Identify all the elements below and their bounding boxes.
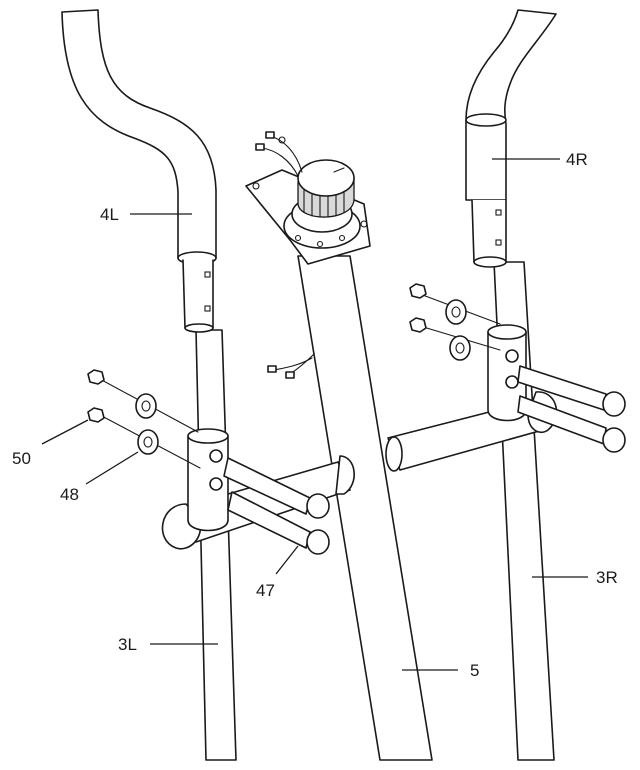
right-hardware [409,283,626,453]
left-hardware [87,369,330,555]
label-3L: 3L [118,635,137,654]
right-pivot-crossbar [385,324,558,472]
sensor-wire [267,353,315,379]
left-washer-upper [135,393,157,419]
left-washer-lower [137,429,159,455]
part-4R-handlebar [465,9,557,268]
label-3R: 3R [596,568,618,587]
label-47: 47 [256,581,275,600]
label-50: 50 [12,449,31,468]
label-4R: 4R [566,150,588,169]
tension-knob [297,159,355,218]
right-nut-upper [409,283,427,299]
right-nut-lower [409,317,427,333]
part-3L-lower-arm [195,329,237,761]
left-nut-upper [87,369,105,385]
left-bolt-upper [223,457,311,515]
leader-lines [41,158,588,671]
console-wires [255,131,303,177]
left-bolt-lower [227,491,311,549]
leader-47 [275,545,299,575]
right-washer-lower [449,335,471,361]
right-washer-upper [445,299,467,325]
part-4L-handlebar [61,9,217,333]
leader-50 [41,419,89,445]
label-5: 5 [470,661,479,680]
left-pivot-crossbar [161,428,355,550]
label-48: 48 [60,485,79,504]
leader-48 [85,451,139,485]
label-4L: 4L [100,205,119,224]
left-nut-lower [87,407,105,423]
